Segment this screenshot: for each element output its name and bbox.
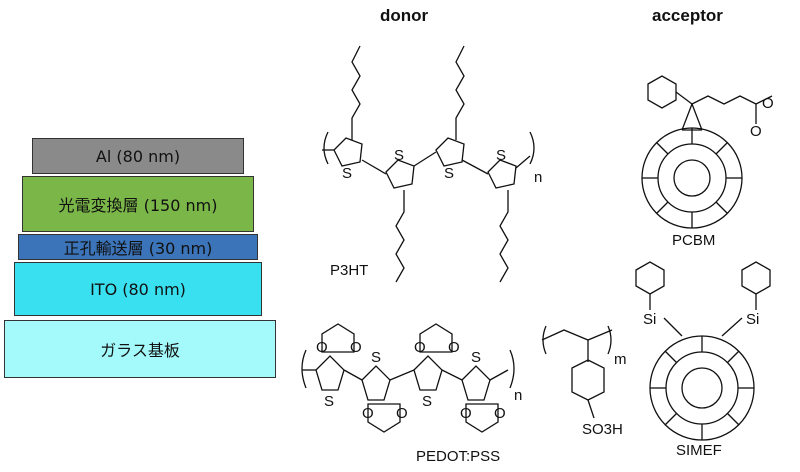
pedot-o7: O	[460, 405, 472, 422]
pcbm-carbonyl-o: O	[750, 123, 762, 140]
layer-ito: ITO (80 nm)	[14, 262, 262, 316]
donor-header: donor	[380, 6, 429, 25]
simef-si2: Si	[746, 311, 759, 328]
pedot-s4: S	[471, 349, 481, 366]
layer-glass-label: ガラス基板	[100, 341, 180, 360]
pedot-repeat: n	[514, 387, 522, 404]
pedot-structure	[301, 323, 515, 433]
layer-ito-label: ITO (80 nm)	[90, 279, 186, 299]
layer-al: Al (80 nm)	[32, 138, 244, 174]
p3ht-repeat: n	[534, 169, 542, 186]
acceptor-header: acceptor	[652, 6, 723, 25]
pedot-o6: O	[396, 405, 408, 422]
pedot-o4: O	[448, 339, 460, 356]
pedot-o3: O	[414, 339, 426, 356]
p3ht-s4: S	[496, 147, 506, 164]
pss-structure	[541, 325, 613, 419]
simef-label: SIMEF	[676, 442, 722, 459]
pedot-o8: O	[494, 405, 506, 422]
simef-si1: Si	[643, 311, 656, 328]
pedot-s1: S	[324, 393, 334, 410]
pcbm-structure	[641, 75, 773, 229]
pedot-o2: O	[350, 339, 362, 356]
layer-htl: 正孔輸送層 (30 nm)	[18, 234, 258, 260]
pedot-o1: O	[316, 339, 328, 356]
p3ht-structure	[322, 45, 535, 283]
p3ht-s1: S	[342, 165, 352, 182]
layer-active-label: 光電変換層 (150 nm)	[58, 196, 218, 215]
p3ht-label: P3HT	[330, 262, 369, 279]
pedot-pss-label: PEDOT:PSS	[416, 448, 501, 465]
p3ht-s3: S	[444, 165, 454, 182]
p3ht-s2: S	[394, 147, 404, 164]
layer-active: 光電変換層 (150 nm)	[22, 176, 254, 232]
pss-repeat: m	[614, 351, 627, 368]
layer-al-label: Al (80 nm)	[95, 146, 181, 166]
layer-glass: ガラス基板	[4, 320, 276, 378]
pedot-s3: S	[422, 393, 432, 410]
pedot-s2: S	[371, 349, 381, 366]
simef-structure	[635, 261, 771, 441]
layer-htl-label: 正孔輸送層 (30 nm)	[63, 239, 213, 258]
pcbm-ester-o: O	[762, 95, 774, 112]
pcbm-label: PCBM	[672, 232, 716, 249]
pedot-o5: O	[362, 405, 374, 422]
pss-sulfonic-group: SO3H	[582, 421, 623, 438]
